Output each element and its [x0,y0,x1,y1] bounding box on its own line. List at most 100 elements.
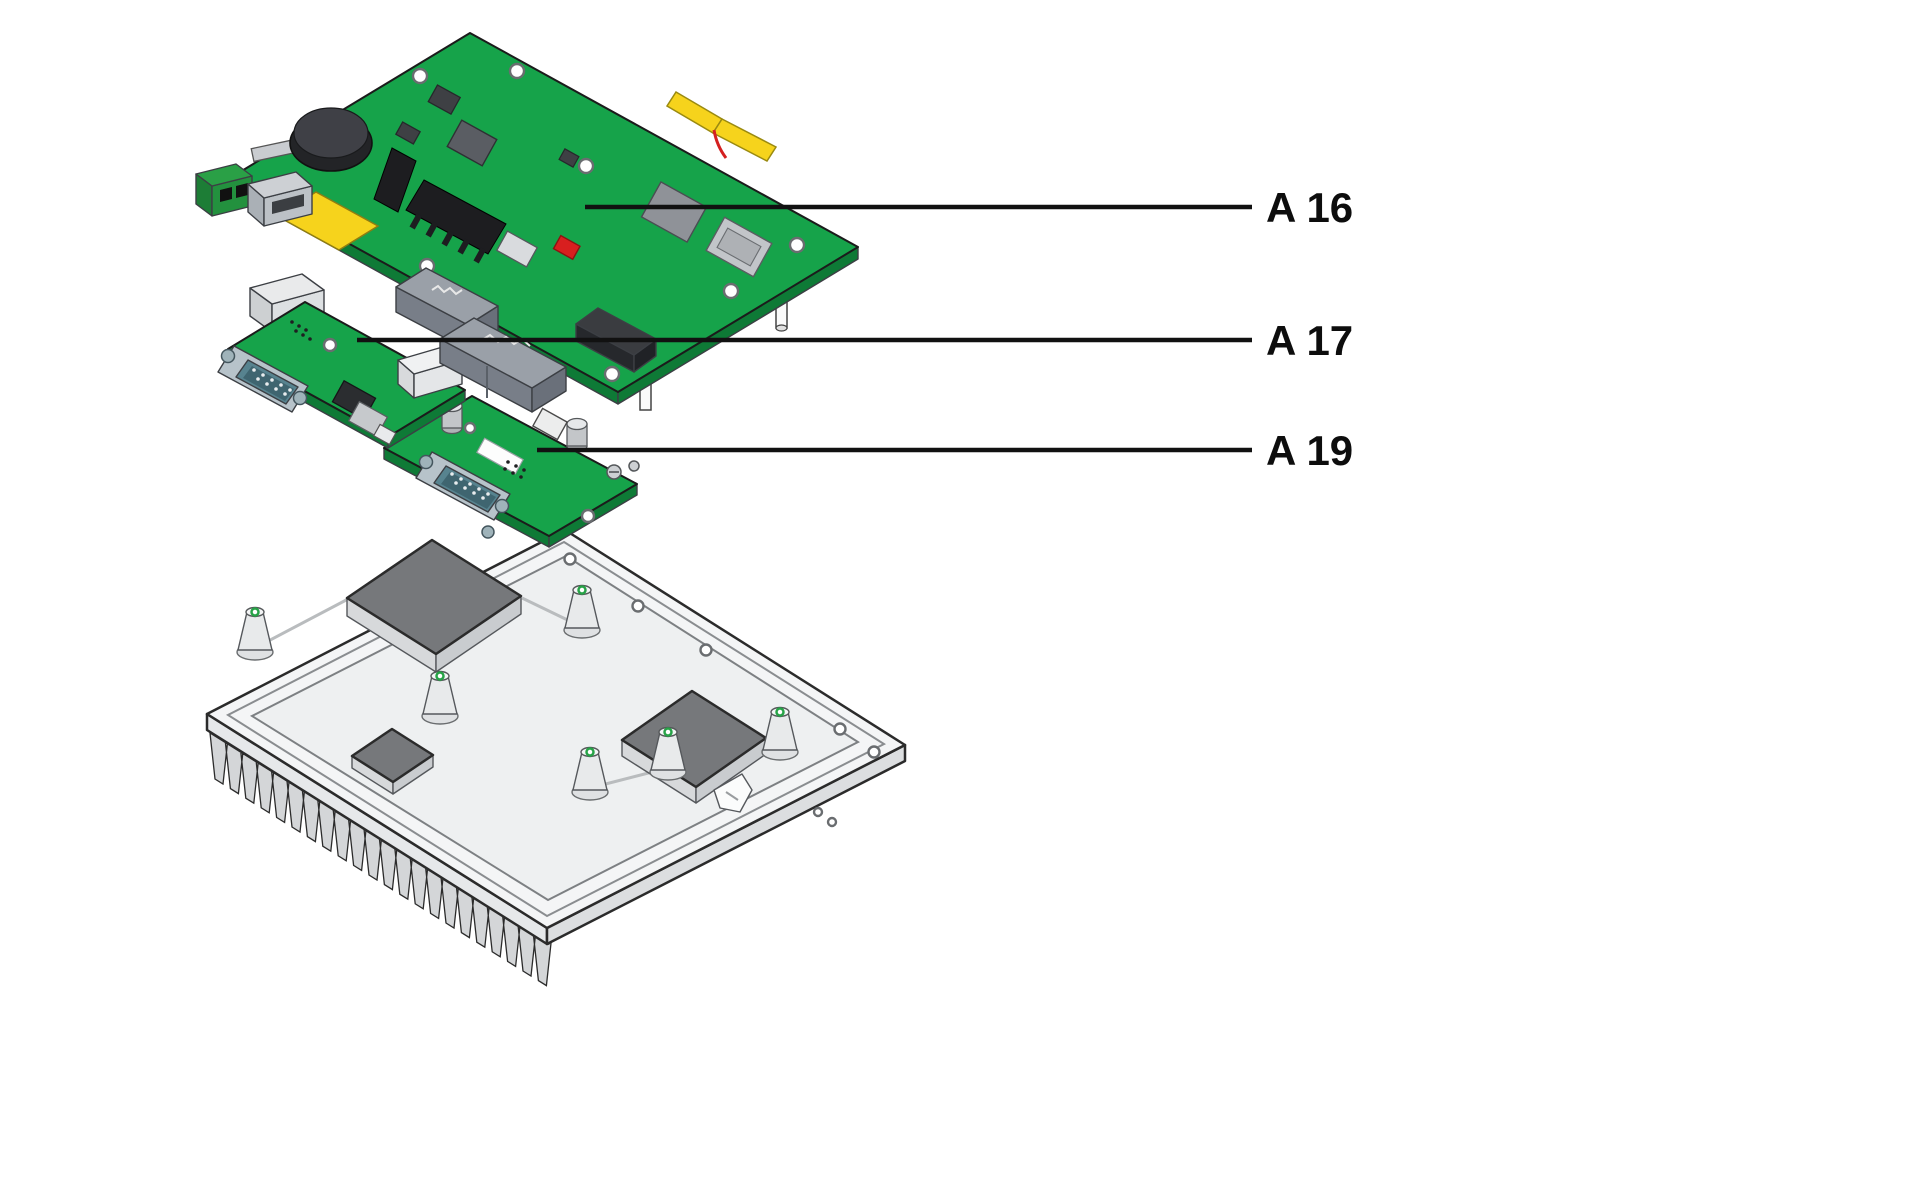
pad-top [350,727,435,784]
terminal-hole [236,183,248,198]
header-tooth [441,230,455,247]
jack-screw [220,348,236,364]
boss-hole [577,585,587,595]
terminal-hole [220,187,232,202]
heatsink-base [205,528,907,987]
pin [301,333,305,337]
header-tooth [473,247,487,264]
molex-connector [495,230,539,268]
red-jumper-component [552,234,581,261]
jack-screw [418,454,434,470]
db9-face [441,472,496,509]
heatsink-bosses [236,584,799,801]
sim-card-slot [716,227,762,267]
screw-boss [571,746,609,801]
boss-hole [663,727,673,737]
relay-component [446,119,498,167]
connector-top [575,307,657,356]
pad-top [345,538,523,656]
callout-a19: A 19 [537,427,1353,474]
mounting-hole [577,157,595,175]
ic-chip [427,84,462,116]
small-connector [372,423,397,446]
heatsink-fins [209,731,553,987]
ic-chip [394,121,422,145]
screw-boss [421,670,459,725]
mounting-hole [463,421,477,435]
header-tooth [409,213,423,230]
boss-hole [585,747,595,757]
edge-hole [867,745,881,759]
screw-head [628,460,640,472]
callout-label-a16: A 16 [1266,184,1353,231]
edge-hole [631,599,645,613]
pcb-a17 [217,273,466,449]
db9-connector [415,451,511,539]
usb-top [247,171,313,199]
pin-header [503,460,526,479]
hex-standoff [481,525,495,539]
db9-pin [486,492,490,496]
heatsink-pad-small [350,727,435,795]
antenna-strip [665,90,724,135]
db9-pin [481,496,485,500]
screw-boss [236,606,274,661]
edge-hole [699,643,713,657]
db9-pin [261,373,265,377]
boss-cone [237,611,273,651]
mounting-hole [580,508,596,524]
callout-label-a17: A 17 [1266,317,1353,364]
mounting-hole [788,236,806,254]
boss-hole [250,607,260,617]
board-label-sticker [476,437,524,475]
callout-a16: A 16 [585,184,1353,231]
header-tooth [457,238,471,255]
pin [506,460,510,464]
usb-slot [272,194,304,214]
screw-boss [761,706,799,761]
db9-pin [270,378,274,382]
pin [294,329,298,333]
terminal-top [195,163,253,187]
jack-screw [292,390,308,406]
mounting-hole [603,365,621,383]
db9-pin [472,491,476,495]
retaining-clip [713,773,753,813]
db9-pin [279,383,283,387]
callouts: A 16 A 17 A 19 [357,184,1353,474]
ic-chip [558,148,580,168]
db9-pin [450,472,454,476]
connector-top [439,317,567,389]
db9-pins [450,472,490,500]
pin [304,328,308,332]
edge-hole [563,552,577,566]
screw-boss [649,726,687,781]
header-comb [373,147,417,213]
pin [290,320,294,324]
pin [503,467,507,471]
standoff-cylinder [566,417,588,453]
db9-pin [477,487,481,491]
callout-a17: A 17 [357,317,1353,364]
standoff-pin-tip [775,324,788,332]
db9-pin [274,387,278,391]
mounting-hole [411,67,429,85]
db9-pins [252,368,292,396]
db9-pin [265,382,269,386]
boss-hole [435,671,445,681]
header-teeth [409,213,487,264]
header-comb [405,179,507,255]
edge-hole [826,816,838,828]
power-terminal-block [195,163,253,217]
antenna [665,90,778,162]
antenna-wire [712,129,728,159]
antenna-strip [711,118,778,162]
pin [297,324,301,328]
pin [514,464,518,468]
boss-hole [775,707,785,717]
black-connector-block [575,307,657,373]
db9-pin [468,482,472,486]
capacitor-top [293,107,369,159]
